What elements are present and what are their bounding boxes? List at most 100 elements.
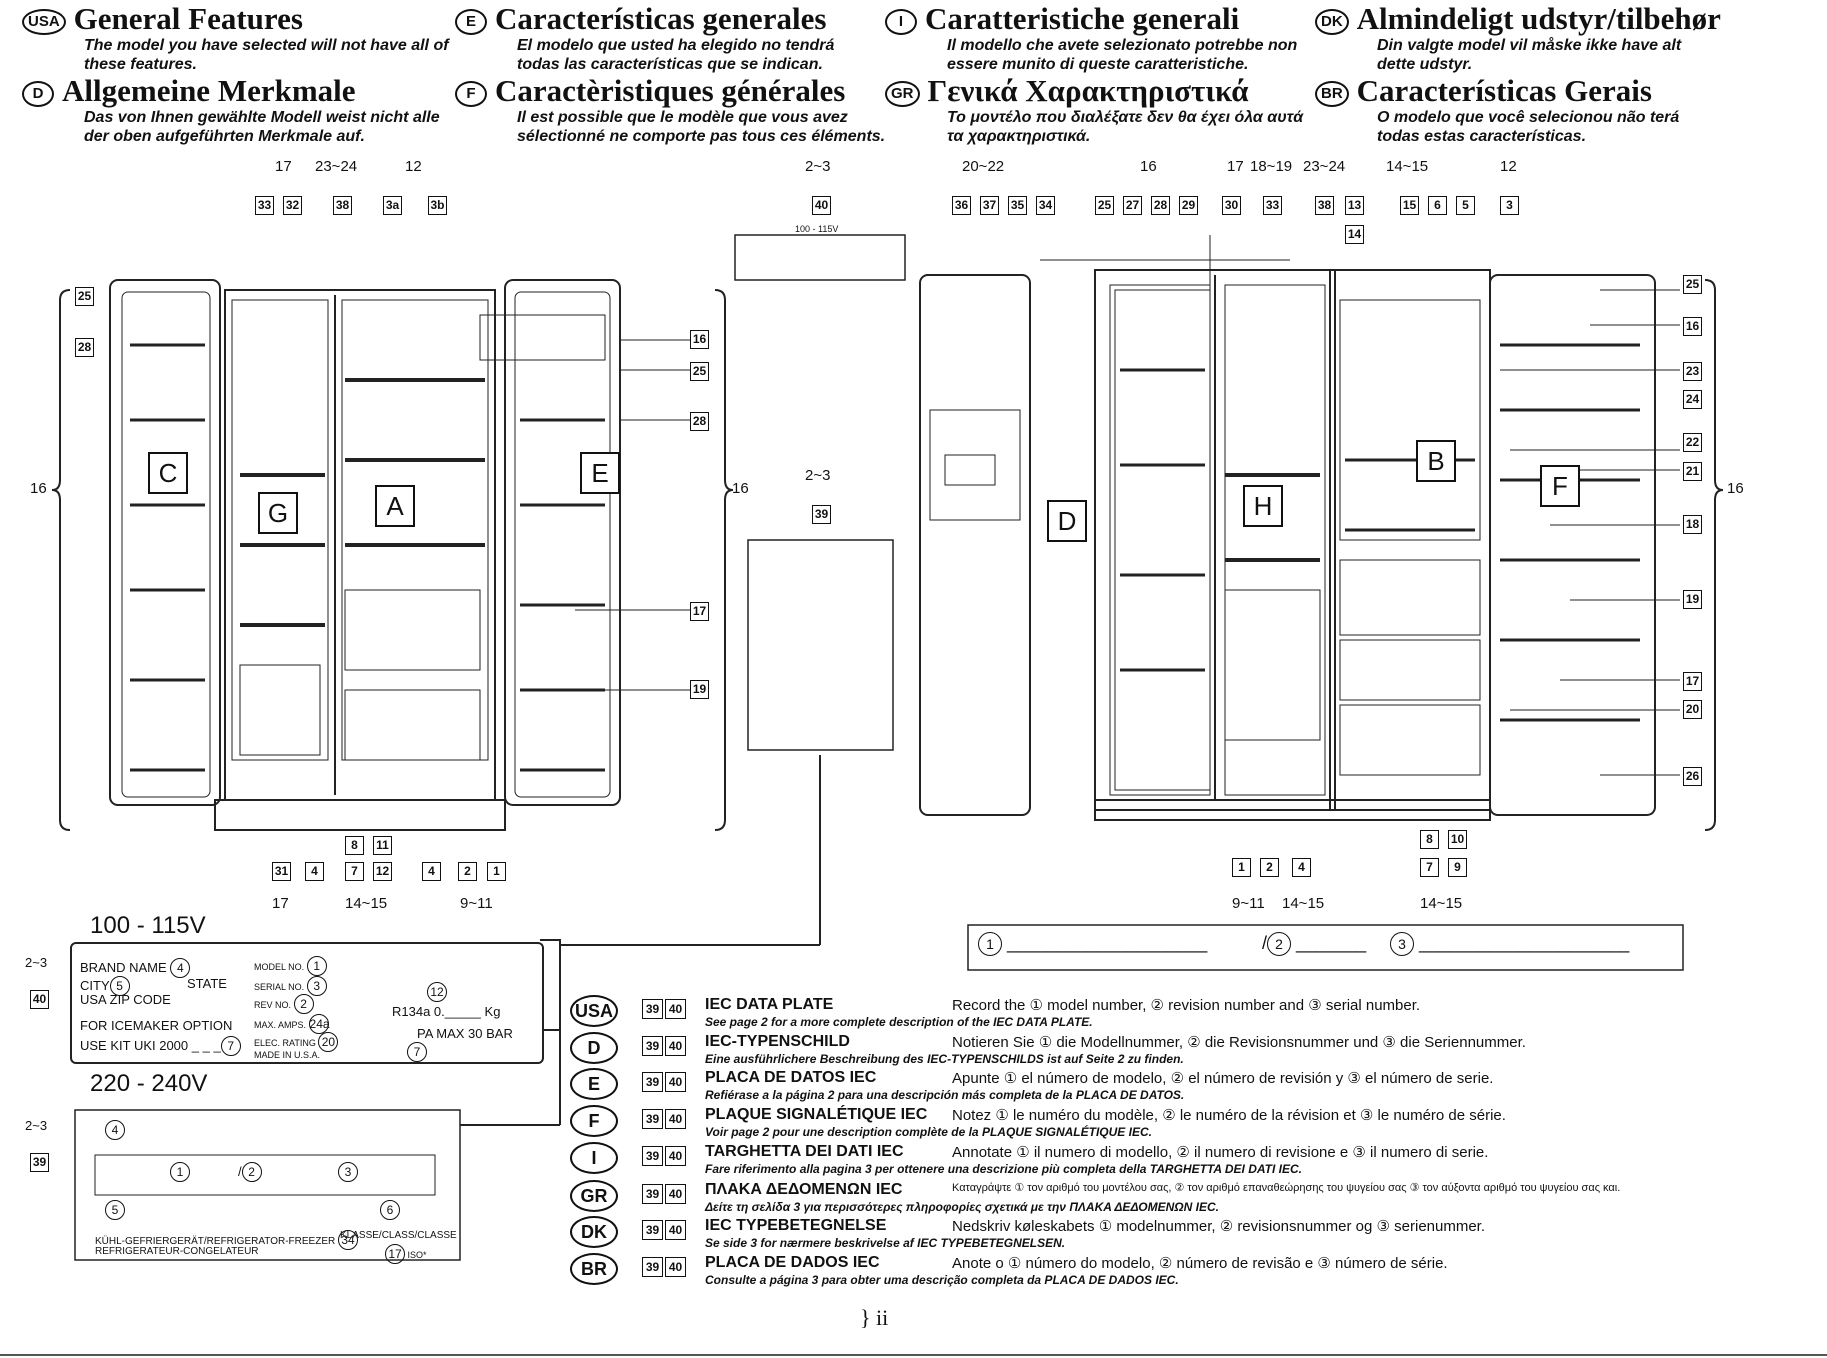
elec-rating-label: ELEC. RATING — [254, 1038, 316, 1048]
callout-box: 40 — [665, 1109, 686, 1129]
callout-box: 39 — [642, 1184, 663, 1204]
callout-box: 39 — [30, 1153, 49, 1172]
side-label: 16 — [30, 480, 47, 497]
header-subtitle: Il est possible que le modèle que vous a… — [517, 109, 886, 145]
callout-box: 38 — [1315, 196, 1334, 215]
header-f: F Caractèristiques générales Il est possi… — [455, 74, 885, 146]
callout-box: 4 — [1292, 858, 1311, 877]
plate-label: IEC DATA PLATE — [705, 996, 834, 1013]
callout-box: 1 — [487, 862, 506, 881]
group-label: 14~15 — [1282, 895, 1325, 912]
callout-box: 37 — [980, 196, 999, 215]
side-label: 16 — [1727, 480, 1744, 497]
header-subtitle: Das von Ihnen gewählte Modell weist nich… — [84, 109, 440, 145]
instruction-text: Nedskriv køleskabets ① modelnummer, ② re… — [952, 1218, 1486, 1235]
group-label: 23~24 — [1303, 158, 1346, 175]
callout-box: 10 — [1448, 830, 1467, 849]
callout-box: 31 — [272, 862, 291, 881]
brand-label: BRAND NAME — [80, 960, 167, 975]
callout-box: 7 — [1420, 858, 1439, 877]
callout-box: 32 — [283, 196, 302, 215]
serial-no-label: SERIAL NO. — [254, 982, 305, 992]
callout-box: 16 — [1683, 317, 1702, 336]
voltage-title: 220 - 240V — [90, 1070, 208, 1097]
reference-note: Refiérase a la página 2 para una descrip… — [705, 1088, 1185, 1102]
zone-label: C — [148, 452, 188, 494]
callout-box: 15 — [1400, 196, 1419, 215]
header-title: Caractèristiques générales — [495, 73, 846, 108]
page-number: } ii — [860, 1305, 889, 1330]
callout-box: 40 — [665, 1257, 686, 1277]
lang-badge-i: I — [885, 8, 917, 35]
callout-box: 40 — [665, 999, 686, 1019]
callout-box: 35 — [1008, 196, 1027, 215]
lang-badge: DK — [570, 1216, 618, 1248]
rev-no-label: REV NO. — [254, 1000, 292, 1010]
callout-box: 25 — [690, 362, 709, 381]
plate-label: PLAQUE SIGNALÉTIQUE IEC — [705, 1106, 928, 1123]
group-label: 14~15 — [1420, 895, 1463, 912]
zone-label: A — [375, 485, 415, 527]
callout-box: 8 — [345, 836, 364, 855]
record-revision-field: /2 _______ — [1262, 932, 1366, 956]
zone-label: H — [1243, 485, 1283, 527]
lang-badge-usa: USA — [22, 8, 66, 35]
lang-badge: E — [570, 1068, 618, 1100]
callout-box: 24 — [1683, 390, 1702, 409]
callout-box: 18 — [1683, 515, 1702, 534]
header-title: Caratteristiche generali — [925, 1, 1240, 36]
callout-box: 39 — [642, 1146, 663, 1166]
group-label: 17 — [275, 158, 292, 175]
group-label: 12 — [1500, 158, 1517, 175]
lang-badge-f: F — [455, 80, 487, 107]
instruction-text: Notieren Sie ① die Modellnummer, ② die R… — [952, 1034, 1526, 1051]
lang-badge-gr: GR — [885, 80, 920, 107]
callout-box: 5 — [1456, 196, 1475, 215]
header-title: Características Gerais — [1356, 73, 1652, 108]
callout-box: 36 — [952, 196, 971, 215]
lang-badge-e: E — [455, 8, 487, 35]
plate-label: IEC-TYPENSCHILD — [705, 1033, 850, 1050]
plate-field-1: 1 — [170, 1162, 190, 1182]
callout-box: 8 — [1420, 830, 1439, 849]
group-label: 17 — [272, 895, 289, 912]
plate-label: PLACA DE DATOS IEC — [705, 1069, 877, 1086]
record-serial-field: 3 _____________________ — [1390, 932, 1629, 956]
callout-box: 6 — [1428, 196, 1447, 215]
zone-label: D — [1047, 500, 1087, 542]
callout-box: 2 — [458, 862, 477, 881]
ref-label: 2~3 — [805, 467, 831, 484]
reference-note: See page 2 for a more complete descripti… — [705, 1015, 1093, 1029]
callout-box: 25 — [75, 287, 94, 306]
callout-box: 39 — [642, 1072, 663, 1092]
callout-box: 1 — [1232, 858, 1251, 877]
callout-box: 38 — [333, 196, 352, 215]
callout-box: 39 — [642, 999, 663, 1019]
ref-label: 2~3 — [25, 955, 48, 970]
callout-box: 19 — [690, 680, 709, 699]
class-label-2: REFRIGERATEUR-CONGELATEUR — [95, 1246, 259, 1257]
callout-box: 4 — [305, 862, 324, 881]
callout-box: 28 — [1151, 196, 1170, 215]
callout-box: 16 — [690, 330, 709, 349]
callout-box: 30 — [1222, 196, 1241, 215]
instruction-text: Apunte ① el número de modelo, ② el númer… — [952, 1070, 1494, 1087]
zip-label: ZIP CODE — [109, 992, 171, 1007]
ref-label: 2~3 — [805, 158, 831, 175]
usa-label: USA — [80, 992, 107, 1007]
group-label: 23~24 — [315, 158, 358, 175]
side-label: 16 — [732, 480, 749, 497]
reference-note: Δείτε τη σελίδα 3 για περισσότερες πληρο… — [705, 1200, 1219, 1214]
callout-box: 40 — [665, 1220, 686, 1240]
model-no-label: MODEL NO. — [254, 962, 305, 972]
